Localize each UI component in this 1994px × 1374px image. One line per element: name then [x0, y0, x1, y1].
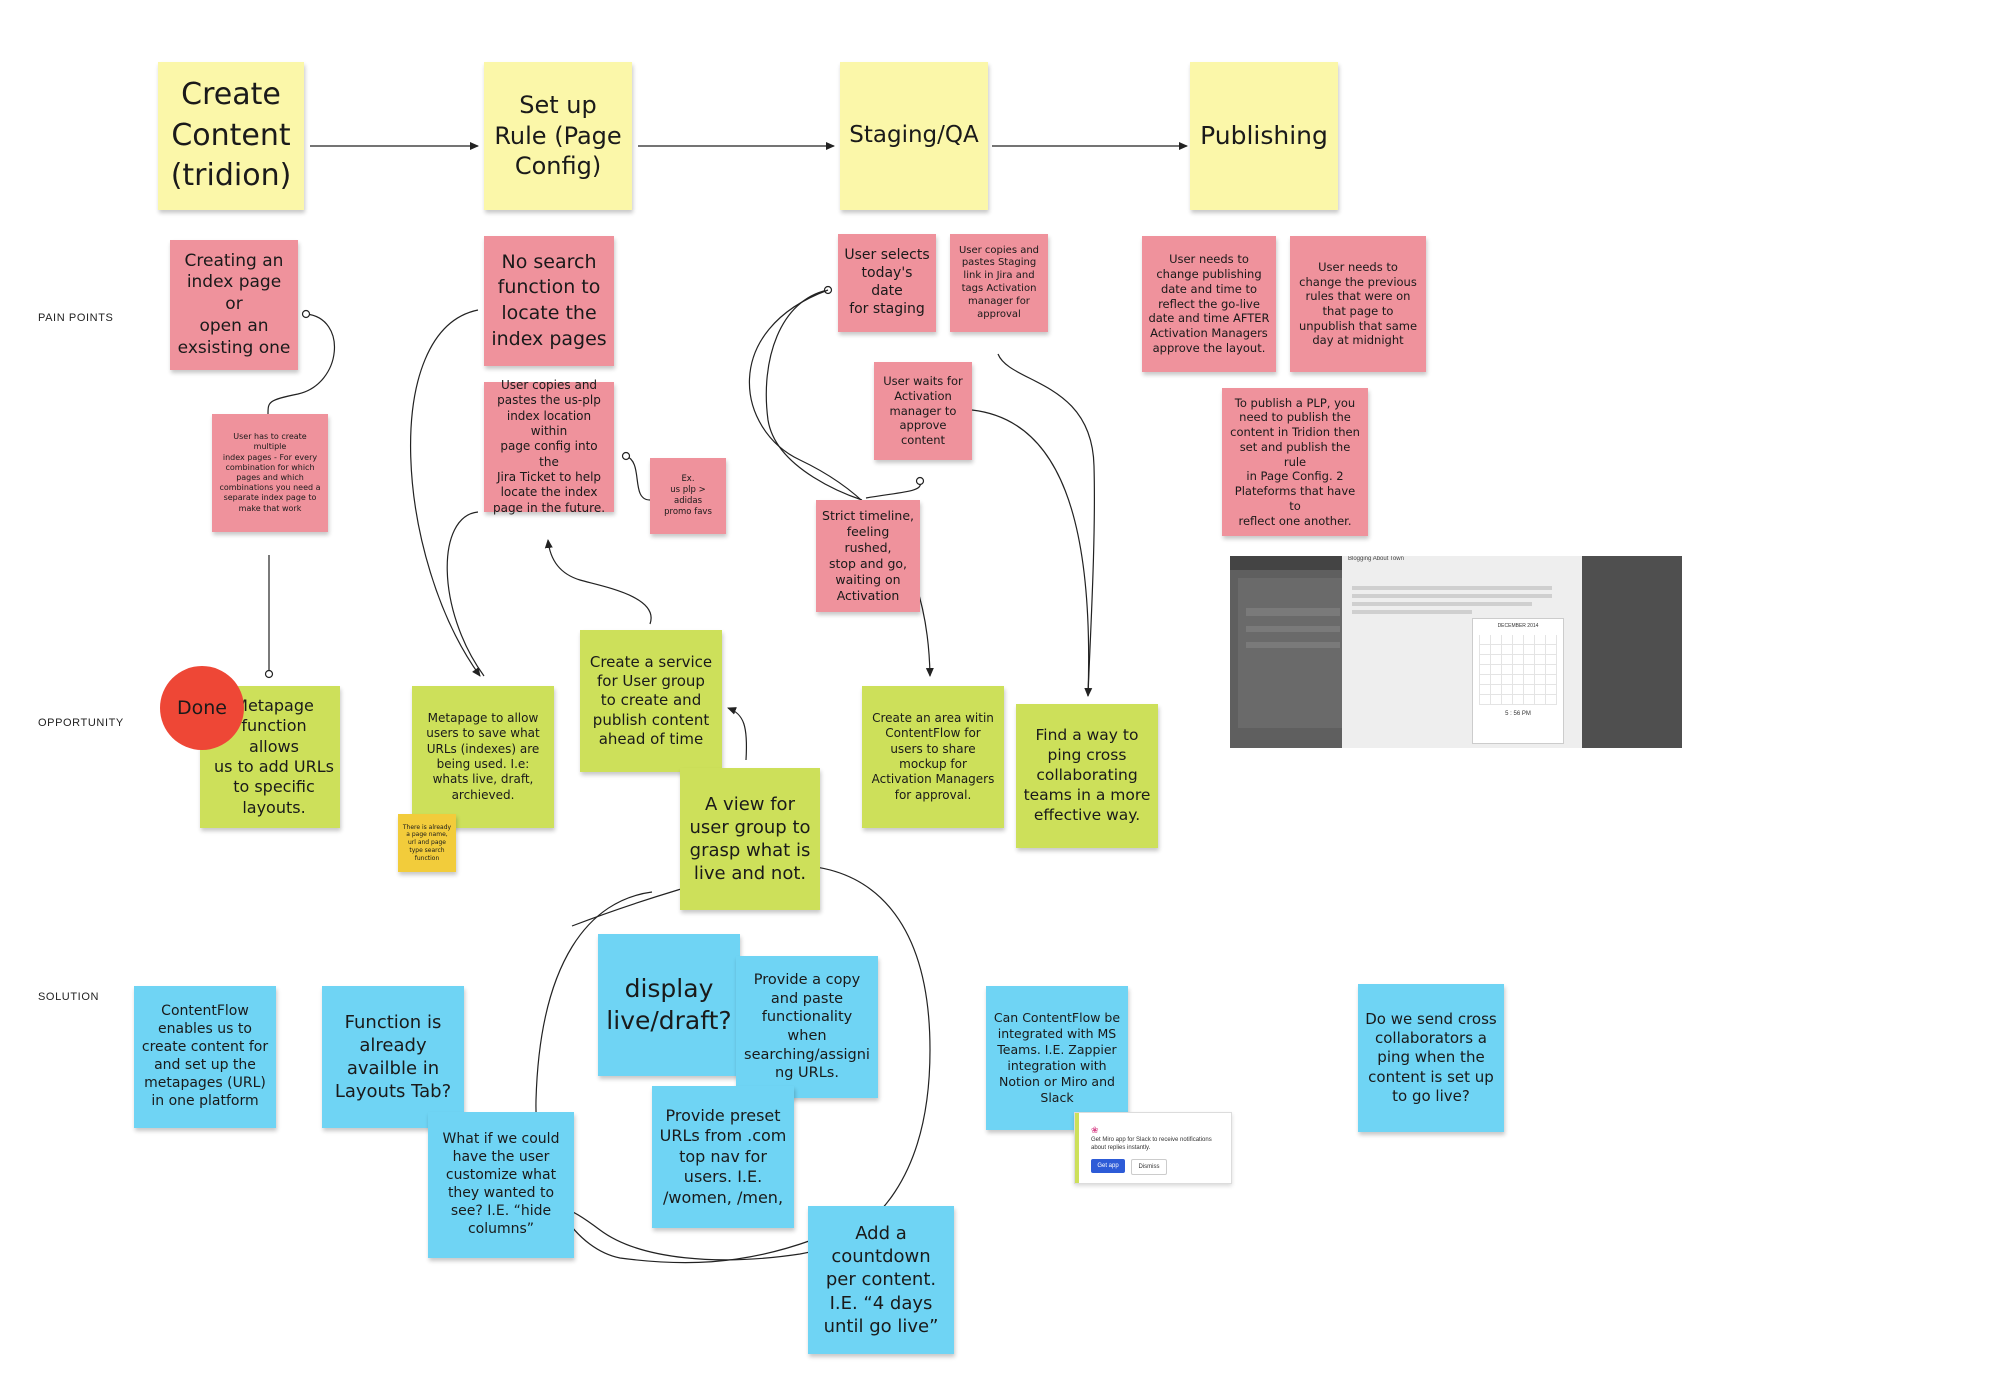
pain-note-change-publishing-date[interactable]: User needs to change publishing date and…	[1142, 236, 1276, 372]
opportunity-note-existing-search[interactable]: There is already a page name, url and pa…	[398, 814, 456, 872]
pain-note-select-date[interactable]: User selects today's date for staging	[838, 234, 936, 332]
curve-p4-to-p5	[625, 455, 651, 501]
solution-note-display-live-draft[interactable]: display live/draft?	[598, 934, 740, 1076]
screenshot-panel: Blogging About Town DECEMBER 2014 5 : 56…	[1342, 556, 1582, 748]
curve-p7-a	[997, 353, 1095, 697]
curve-o3-to-p4	[544, 539, 652, 625]
stage-staging-label: Staging/QA	[849, 122, 979, 149]
solution-note-text: Do we send cross collaborators a ping wh…	[1365, 1010, 1497, 1105]
screenshot-right-pane	[1582, 556, 1682, 748]
stage-staging-qa[interactable]: Staging/QA	[840, 62, 988, 210]
opportunity-note-text: Create a service for User group to creat…	[589, 653, 713, 748]
pain-note-text: User waits for Activation manager to app…	[883, 374, 963, 448]
done-badge[interactable]: Done	[160, 666, 244, 750]
opportunity-note-ping-teams[interactable]: Find a way to ping cross collaborating t…	[1016, 704, 1158, 848]
solution-note-copy-paste[interactable]: Provide a copy and paste functionality w…	[736, 956, 878, 1098]
pain-note-strict-timeline[interactable]: Strict timeline, feeling rushed, stop an…	[816, 500, 920, 612]
done-badge-label: Done	[177, 697, 227, 719]
pain-note-text: User has to create multiple index pages …	[219, 432, 321, 513]
calendar-month: DECEMBER 2014	[1497, 623, 1539, 629]
pain-note-text: Strict timeline, feeling rushed, stop an…	[822, 508, 914, 603]
pain-note-text: User copies and pastes the us-plp index …	[492, 377, 606, 515]
pain-note-unpublish-previous-rules[interactable]: User needs to change the previous rules …	[1290, 236, 1426, 372]
opportunity-note-text: There is already a page name, url and pa…	[402, 823, 452, 862]
curve-p8-a	[971, 409, 1093, 697]
pain-note-example-path[interactable]: Ex. us plp > adidas promo favs	[650, 458, 726, 534]
opportunity-note-text: Metapage function allows us to add URLs …	[214, 695, 334, 817]
pain-note-creating-index-page[interactable]: Creating an index page or open an exsist…	[170, 240, 298, 370]
pain-note-copy-plp-location[interactable]: User copies and pastes the us-plp index …	[484, 378, 614, 515]
opportunity-note-metapage-save[interactable]: Metapage to allow users to save what URL…	[412, 686, 554, 828]
slack-get-app-button[interactable]: Get app	[1091, 1159, 1125, 1173]
pain-note-text: User needs to change publishing date and…	[1148, 252, 1270, 355]
pain-note-text: Ex. us plp > adidas promo favs	[664, 474, 712, 517]
solution-note-contentflow[interactable]: ContentFlow enables us to create content…	[134, 986, 276, 1128]
slack-icon: ❀	[1091, 1125, 1099, 1135]
screenshot-calendar: DECEMBER 2014 5 : 56 PM	[1472, 618, 1564, 744]
curve-p6-b	[748, 289, 934, 677]
opportunity-note-text: Create an area witin ContentFlow for use…	[871, 710, 995, 802]
screenshot-header: Blogging About Town	[1348, 556, 1404, 562]
stage-create-label: Create Content (tridion)	[170, 76, 292, 194]
solution-note-layouts-tab[interactable]: Function is already availble in Layouts …	[322, 986, 464, 1128]
solution-note-text: Provide a copy and paste functionality w…	[744, 972, 870, 1082]
slack-card-accent	[1075, 1113, 1079, 1183]
curve-o4-to-o3	[727, 707, 748, 761]
stage-publishing[interactable]: Publishing	[1190, 62, 1338, 210]
curve-p8-to-p9	[865, 481, 921, 499]
pain-note-text: Creating an index page or open an exsist…	[177, 250, 291, 358]
slack-notification-card[interactable]: ❀ Get Miro app for Slack to receive noti…	[1074, 1112, 1232, 1184]
solution-note-countdown[interactable]: Add a countdown per content. I.E. “4 day…	[808, 1206, 954, 1354]
pain-note-text: No search function to locate the index p…	[491, 250, 607, 350]
calendar-time: 5 : 56 PM	[1505, 711, 1531, 717]
solution-note-text: display live/draft?	[606, 974, 732, 1035]
solution-note-text: Can ContentFlow be integrated with MS Te…	[993, 1010, 1121, 1105]
row-label-opportunity: OPPORTUNITY	[38, 717, 124, 729]
pain-note-text: To publish a PLP, you need to publish th…	[1230, 395, 1360, 528]
pain-note-copy-staging-link[interactable]: User copies and pastes Staging link in J…	[950, 234, 1048, 332]
opportunity-note-text: A view for user group to grasp what is l…	[689, 793, 811, 885]
stage-set-up-rule[interactable]: Set up Rule (Page Config)	[484, 62, 632, 210]
slack-card-text: Get Miro app for Slack to receive notifi…	[1091, 1137, 1212, 1151]
solution-note-text: Function is already availble in Layouts …	[334, 1011, 452, 1103]
screenshot-sidebar	[1238, 578, 1348, 728]
curve-p4-to-o2	[446, 511, 485, 677]
solution-note-text: Add a countdown per content. I.E. “4 day…	[823, 1223, 939, 1337]
solution-note-ms-teams-integration[interactable]: Can ContentFlow be integrated with MS Te…	[986, 986, 1128, 1130]
pain-note-text: User copies and pastes Staging link in J…	[958, 244, 1040, 320]
stage-publishing-label: Publishing	[1200, 121, 1328, 150]
stage-create-content[interactable]: Create Content (tridion)	[158, 62, 304, 210]
opportunity-note-text: Find a way to ping cross collaborating t…	[1023, 726, 1151, 824]
pain-note-two-platforms[interactable]: To publish a PLP, you need to publish th…	[1222, 388, 1368, 536]
pain-note-wait-for-approval[interactable]: User waits for Activation manager to app…	[874, 362, 972, 460]
row-label-solution: SOLUTION	[38, 991, 100, 1003]
opportunity-note-metapage-urls[interactable]: Metapage function allows us to add URLs …	[200, 686, 340, 828]
solution-note-preset-urls[interactable]: Provide preset URLs from .com top nav fo…	[652, 1086, 794, 1228]
solution-note-send-ping[interactable]: Do we send cross collaborators a ping wh…	[1358, 984, 1504, 1132]
pain-note-multiple-index-pages[interactable]: User has to create multiple index pages …	[212, 414, 328, 532]
pain-note-no-search-function[interactable]: No search function to locate the index p…	[484, 236, 614, 366]
curve-p3-to-o2	[410, 309, 481, 677]
solution-note-text: What if we could have the user customize…	[442, 1131, 560, 1237]
opportunity-note-create-service[interactable]: Create a service for User group to creat…	[580, 630, 722, 772]
slack-dismiss-button[interactable]: Dismiss	[1131, 1159, 1167, 1175]
row-label-pain-points: PAIN POINTS	[38, 312, 114, 324]
pain-note-text: User selects today's date for staging	[844, 247, 930, 317]
opportunity-note-live-view[interactable]: A view for user group to grasp what is l…	[680, 768, 820, 910]
pain-note-text: User needs to change the previous rules …	[1298, 259, 1418, 348]
solution-note-customize-columns[interactable]: What if we could have the user customize…	[428, 1112, 574, 1258]
opportunity-note-text: Metapage to allow users to save what URL…	[426, 710, 540, 802]
opportunity-note-share-mockup[interactable]: Create an area witin ContentFlow for use…	[862, 686, 1004, 828]
solution-note-text: ContentFlow enables us to create content…	[141, 1003, 269, 1109]
solution-note-text: Provide preset URLs from .com top nav fo…	[659, 1105, 787, 1207]
stage-setup-label: Set up Rule (Page Config)	[494, 90, 622, 181]
embedded-screenshot[interactable]: Blogging About Town DECEMBER 2014 5 : 56…	[1230, 556, 1682, 748]
